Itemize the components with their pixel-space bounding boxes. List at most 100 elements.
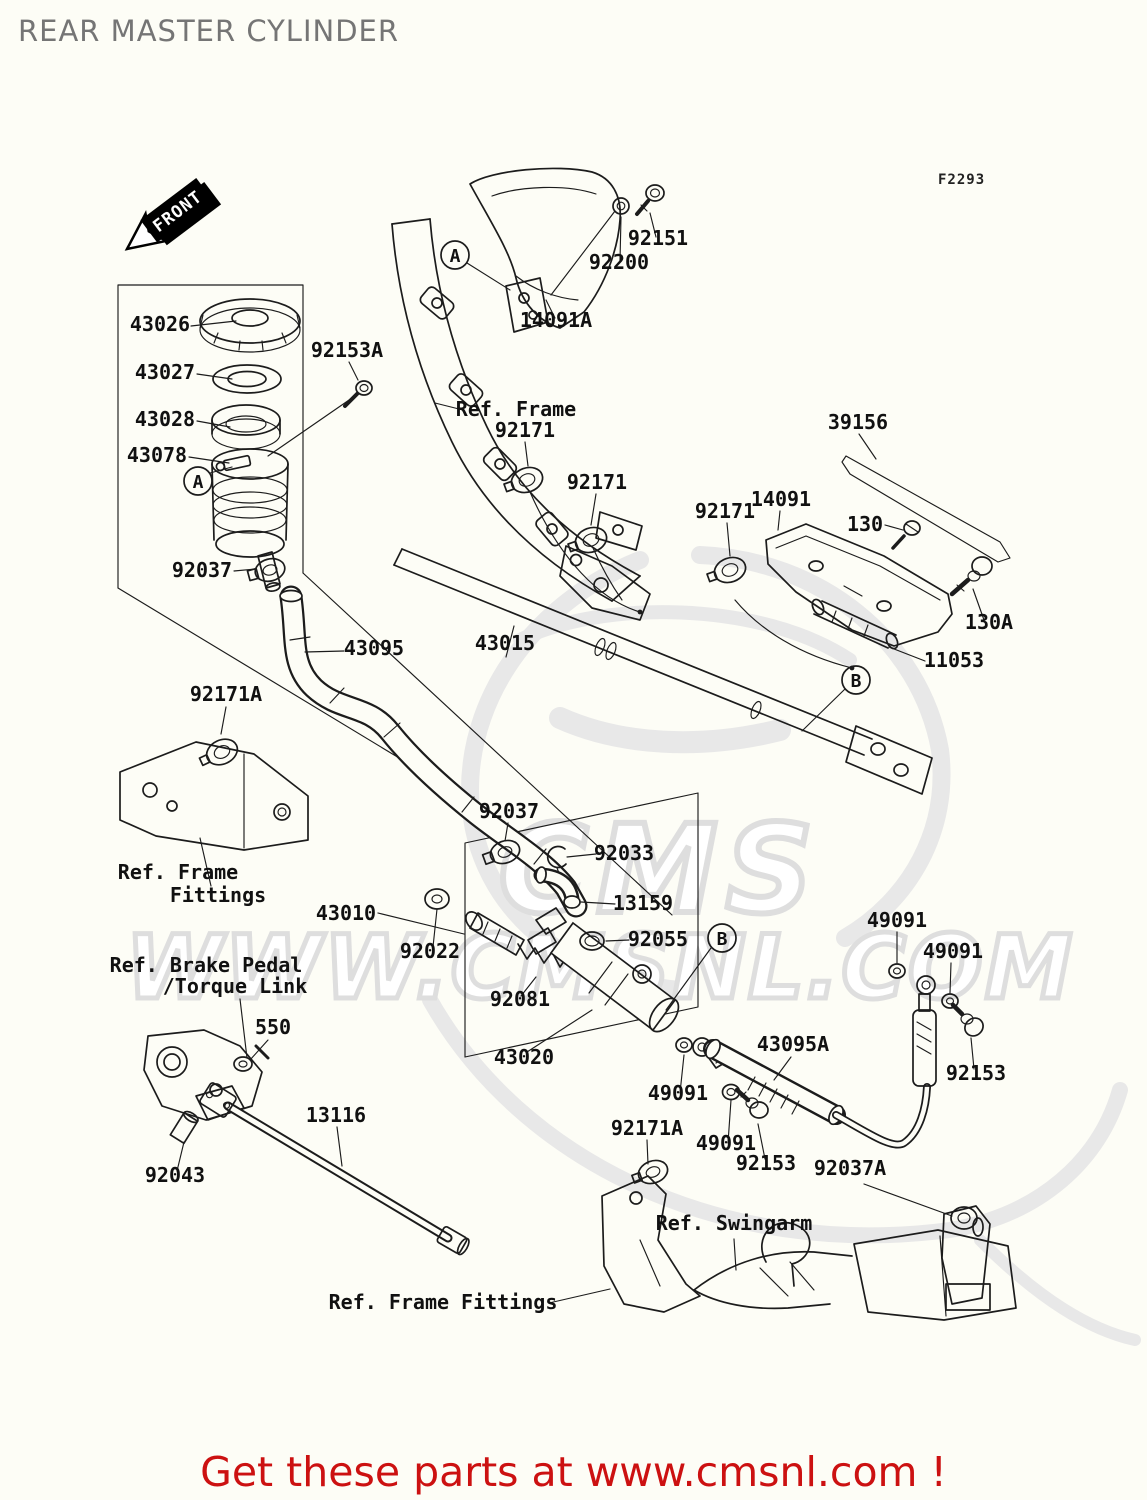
callout-43028: 43028 [135, 407, 195, 431]
grommet-92037a-drawing [950, 1206, 984, 1237]
callout-39156: 39156 [828, 410, 888, 434]
washer-49091-right-drawing [941, 993, 959, 1009]
callout-92153a: 92153A [311, 338, 383, 362]
clamp-92037-hose-drawing [481, 839, 521, 866]
bracket-14091-drawing [765, 523, 953, 647]
callout-14091: 14091 [751, 487, 811, 511]
washer-49091-mid1-drawing [675, 1037, 693, 1053]
bolt-92153a-drawing [267, 380, 373, 457]
cmsnl-banner-link[interactable]: Get these parts at www.cmsnl.com ! [200, 1448, 947, 1496]
clamp-92037-reservoir-drawing [246, 557, 286, 583]
front-direction-arrow: FRONT [124, 178, 222, 251]
hose-43095a-drawing [703, 1038, 846, 1126]
ref-frame-fittings-bottom-label: Ref. Frame Fittings [329, 1290, 558, 1314]
callout-43015: 43015 [475, 631, 535, 655]
hose-end-right-drawing [912, 975, 937, 1087]
o-ring-92055-drawing [579, 931, 605, 951]
callout-92153-r: 92153 [946, 1061, 1006, 1085]
callout-43027: 43027 [135, 360, 195, 384]
leader-lines [176, 212, 985, 1304]
callout-92171a-2: 92171A [611, 1116, 683, 1140]
callout-49091-m1: 49091 [648, 1081, 708, 1105]
ref-frame-fittings-left-line1: Ref. Frame [118, 860, 238, 884]
detail-marker-b-2: B [707, 923, 737, 953]
hose-s-curve-drawing [832, 1083, 931, 1149]
callout-130a: 130A [965, 610, 1013, 634]
callout-550: 550 [255, 1015, 291, 1039]
callout-92055: 92055 [628, 927, 688, 951]
callout-11053: 11053 [924, 648, 984, 672]
bolt-92153-mid-drawing [734, 1087, 769, 1119]
ref-brake-pedal-line2: /Torque Link [163, 974, 308, 998]
pedal-bracket-drawing [143, 1029, 263, 1121]
svg-text:B: B [851, 671, 862, 692]
bushing-92043-drawing [169, 1110, 199, 1145]
callout-43020: 43020 [494, 1045, 554, 1069]
callout-13159: 13159 [613, 891, 673, 915]
callout-92171a-1: 92171A [190, 682, 262, 706]
spring-92081-drawing [517, 943, 567, 968]
ref-frame-label: Ref. Frame [456, 397, 576, 421]
callout-43026: 43026 [130, 312, 190, 336]
callout-92171-2: 92171 [567, 470, 627, 494]
bolt-92153-right-drawing [950, 1002, 984, 1037]
clamp-92171a-left-drawing [198, 738, 239, 767]
callout-92171-1: 92171 [495, 418, 555, 442]
callout-43095: 43095 [344, 636, 404, 660]
reservoir-cup-43078-drawing [211, 448, 289, 592]
pin-550-drawing [233, 1044, 270, 1072]
clamp-92171-2-drawing [567, 526, 608, 554]
part-callouts: 43026 43027 43028 43078 92153A 92037 921… [110, 226, 1013, 1314]
callout-49091-m2: 49091 [696, 1131, 756, 1155]
callout-49091-r2: 49091 [923, 939, 983, 963]
callout-43010: 43010 [316, 901, 376, 925]
cylinder-kit-detail-box [464, 792, 699, 1058]
pipe-43015-drawing [393, 548, 933, 795]
figure-code: F2293 [938, 172, 986, 188]
callout-13116: 13116 [306, 1103, 366, 1127]
collar-11053-drawing [811, 598, 899, 650]
callout-92171-3: 92171 [695, 499, 755, 523]
callout-92043: 92043 [145, 1163, 205, 1187]
callout-92037-1: 92037 [172, 558, 232, 582]
svg-text:A: A [450, 246, 461, 267]
callout-92200: 92200 [589, 250, 649, 274]
callout-43078: 43078 [127, 443, 187, 467]
piston-drawing [465, 911, 525, 956]
callout-92037a: 92037A [814, 1156, 886, 1180]
callout-43095a: 43095A [757, 1032, 829, 1056]
rod-13116-drawing [199, 1082, 470, 1256]
frame-tube-drawing [391, 218, 855, 671]
washer-92022-drawing [424, 888, 450, 910]
clamp-92171-1-drawing [503, 466, 544, 494]
detail-marker-b-1: B [841, 665, 871, 695]
callout-92033: 92033 [594, 841, 654, 865]
washer-plate-43027-drawing [212, 364, 282, 394]
bolt-92151-drawing [635, 184, 665, 216]
callout-92081: 92081 [490, 987, 550, 1011]
nut-92200-drawing [550, 197, 630, 296]
master-cylinder-43020-drawing [527, 907, 680, 1033]
nut-49091-right-drawing [888, 963, 906, 979]
ref-swingarm-label: Ref. Swingarm [656, 1211, 813, 1235]
swingarm-drawing [693, 1205, 1017, 1321]
callout-49091-r1: 49091 [867, 908, 927, 932]
callout-92153-m: 92153 [736, 1151, 796, 1175]
detail-marker-a-2: A [183, 466, 213, 496]
detail-marker-a-1: A [440, 240, 470, 270]
svg-text:A: A [193, 472, 204, 493]
bolt-130a-drawing [949, 556, 993, 597]
clamp-92171a-bottom-drawing [631, 1159, 669, 1185]
ref-frame-fittings-left-line2: Fittings [170, 883, 266, 907]
ref-brake-pedal-line1: Ref. Brake Pedal [110, 953, 303, 977]
svg-text:B: B [717, 929, 728, 950]
diaphragm-43028-drawing [211, 404, 281, 450]
callout-92151: 92151 [628, 226, 688, 250]
reservoir-cap-43026-drawing [199, 298, 301, 353]
clamp-92171-3-drawing [706, 556, 747, 584]
callout-92037-2: 92037 [479, 799, 539, 823]
frame-fitting-bracket-left-drawing [119, 741, 309, 851]
heat-guard-39156-drawing [841, 455, 1011, 563]
